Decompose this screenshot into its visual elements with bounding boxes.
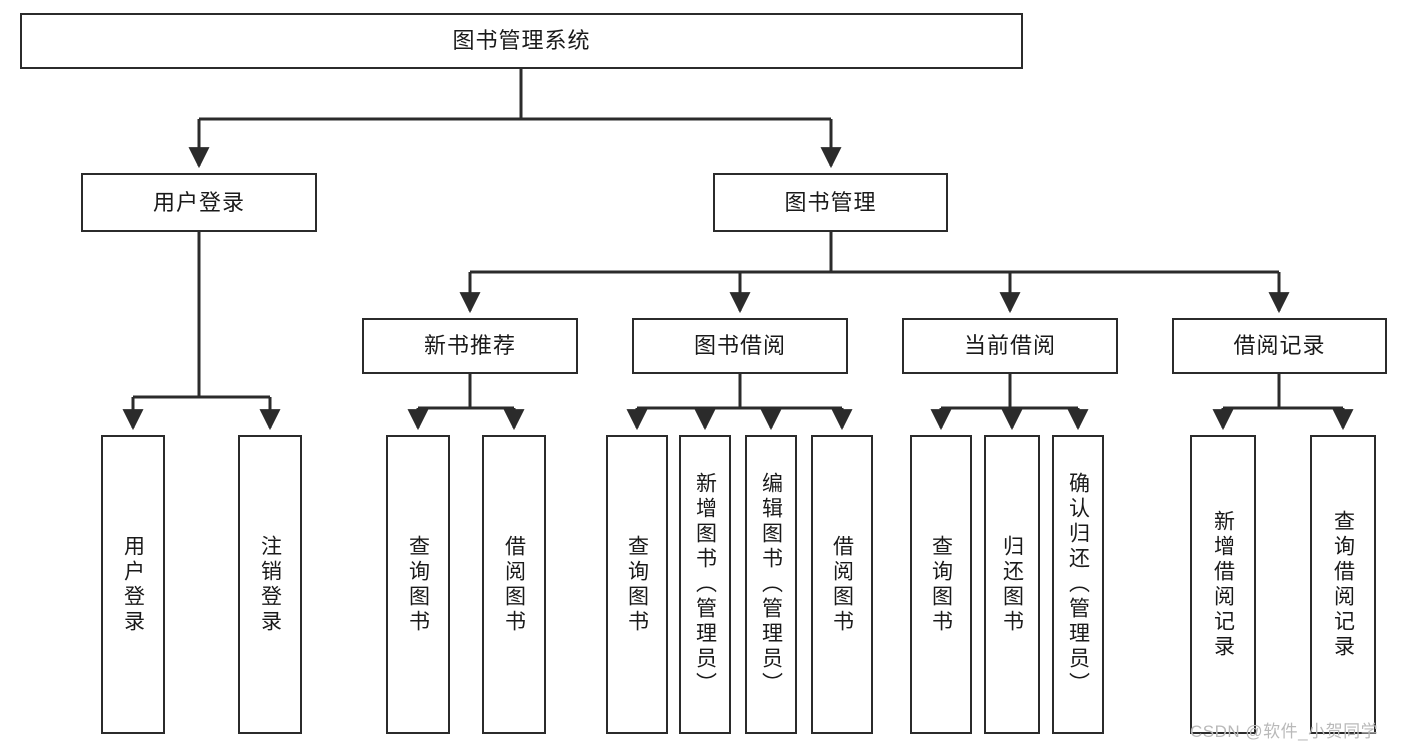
leaf-add-book-admin[interactable]: 新增图书（管理员） — [679, 435, 731, 734]
leaf-query-borrow-record[interactable]: 查询借阅记录 — [1310, 435, 1376, 734]
node-borrow-record[interactable]: 借阅记录 — [1172, 318, 1387, 374]
node-book-borrow[interactable]: 图书借阅 — [632, 318, 848, 374]
leaf-add-borrow-record-label: 新增借阅记录 — [1211, 509, 1235, 660]
node-new-book-recommend[interactable]: 新书推荐 — [362, 318, 578, 374]
node-book-borrow-label: 图书借阅 — [693, 333, 786, 359]
leaf-add-borrow-record[interactable]: 新增借阅记录 — [1190, 435, 1256, 734]
leaf-query-book-recommend[interactable]: 查询图书 — [386, 435, 450, 734]
leaf-borrow-book-recommend-label: 借阅图书 — [502, 534, 526, 635]
leaf-query-book-recommend-label: 查询图书 — [406, 534, 430, 635]
leaf-confirm-return-admin[interactable]: 确认归还（管理员） — [1052, 435, 1104, 734]
node-borrow-record-label: 借阅记录 — [1233, 333, 1326, 359]
leaf-edit-book-admin[interactable]: 编辑图书（管理员） — [745, 435, 797, 734]
leaf-query-book-current-label: 查询图书 — [929, 534, 953, 635]
leaf-logout-label: 注销登录 — [258, 534, 282, 635]
leaf-return-book[interactable]: 归还图书 — [984, 435, 1040, 734]
leaf-borrow-book[interactable]: 借阅图书 — [811, 435, 873, 734]
leaf-user-login-label: 用户登录 — [121, 534, 145, 635]
leaf-query-book-current[interactable]: 查询图书 — [910, 435, 972, 734]
leaf-confirm-return-admin-label: 确认归还（管理员） — [1066, 472, 1090, 697]
leaf-borrow-book-label: 借阅图书 — [830, 534, 854, 635]
node-user-login-label: 用户登录 — [152, 189, 245, 215]
node-root-label: 图书管理系统 — [452, 28, 591, 54]
leaf-query-borrow-record-label: 查询借阅记录 — [1331, 509, 1355, 660]
node-book-management[interactable]: 图书管理 — [713, 173, 948, 232]
leaf-logout[interactable]: 注销登录 — [238, 435, 302, 734]
node-new-book-recommend-label: 新书推荐 — [423, 333, 516, 359]
leaf-return-book-label: 归还图书 — [1000, 534, 1024, 635]
node-user-login[interactable]: 用户登录 — [81, 173, 317, 232]
leaf-query-book-borrow-label: 查询图书 — [625, 534, 649, 635]
leaf-add-book-admin-label: 新增图书（管理员） — [693, 472, 717, 697]
node-root[interactable]: 图书管理系统 — [20, 13, 1023, 69]
node-book-management-label: 图书管理 — [784, 189, 877, 215]
node-current-borrow[interactable]: 当前借阅 — [902, 318, 1118, 374]
leaf-user-login[interactable]: 用户登录 — [101, 435, 165, 734]
leaf-edit-book-admin-label: 编辑图书（管理员） — [759, 472, 783, 697]
leaf-query-book-borrow[interactable]: 查询图书 — [606, 435, 668, 734]
leaf-borrow-book-recommend[interactable]: 借阅图书 — [482, 435, 546, 734]
node-current-borrow-label: 当前借阅 — [963, 333, 1056, 359]
